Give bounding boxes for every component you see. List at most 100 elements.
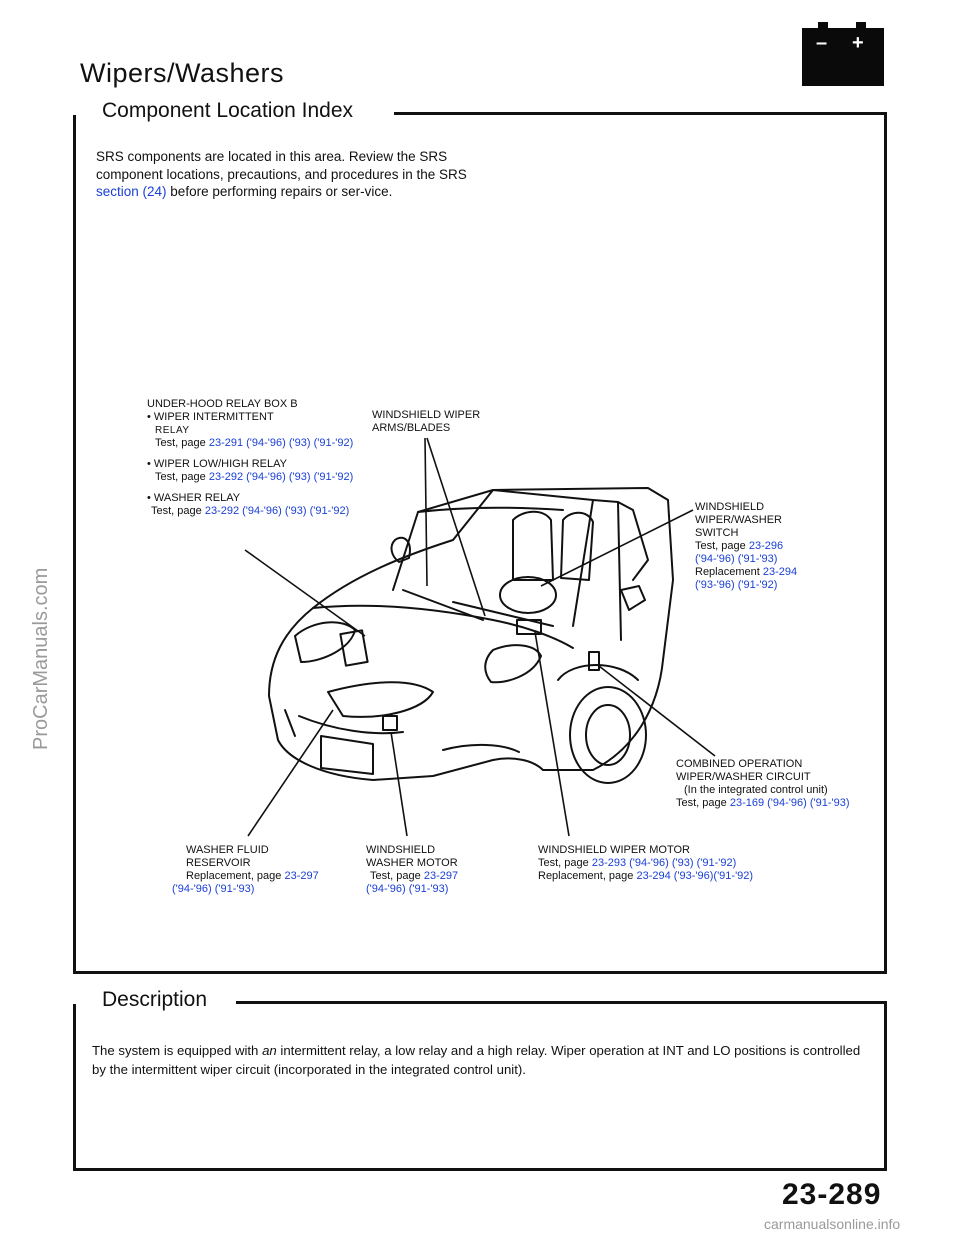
left-mirror [390,536,411,563]
license-plate [320,735,374,775]
ref-link[interactable]: ('94-'96) ('91-'93) [366,883,449,895]
battery-minus-sign: – [816,32,828,54]
ref-link[interactable]: 23-296 [748,540,784,552]
footer-source: carmanualsonline.info [764,1216,901,1232]
srs-note: SRS components are located in this area.… [96,148,468,201]
test-label: Test, page [155,437,209,449]
page-number: 23-289 [782,1178,882,1211]
ref-link[interactable]: 23-294 [762,566,798,578]
wiper-arm-left [402,589,484,621]
leader-reservoir [247,709,334,837]
relay-item-washer: • WASHER RELAY [147,492,241,504]
leader-wiper-arms-2 [426,437,486,617]
replacement-label: Replacement [695,566,763,578]
battery-plus-sign: + [852,32,864,54]
label-line: WIPER/WASHER [695,514,782,526]
section-heading-description: Description [96,988,214,1012]
srs-note-text: SRS components are located in this area.… [96,149,467,182]
srs-section-link[interactable]: section (24) [96,184,167,199]
car-illustration [244,437,716,837]
label-line: WINDSHIELD WIPER [372,409,481,421]
label-line: WINDSHIELD WIPER MOTOR [538,844,690,856]
srs-note-text-end: before performing repairs or ser-vice. [166,184,393,199]
relay-item-intermittent-2: RELAY [155,425,190,436]
test-label: Test, page [676,797,730,809]
label-line: (In the integrated control unit) [684,784,828,796]
label-wiper-motor: WINDSHIELD WIPER MOTOR Test, page 23-293… [538,844,753,883]
ref-link[interactable]: ('94-'96) ('91-'93) [695,553,778,565]
control-unit [588,651,600,671]
label-line: ARMS/BLADES [372,422,451,434]
description-text-end: intermittent relay, a low relay and a hi… [92,1043,861,1077]
section-heading-location-index: Component Location Index [96,99,360,123]
label-switch: WINDSHIELD WIPER/WASHER SWITCH Test, pag… [695,501,797,592]
description-emphasis: an [262,1043,277,1058]
test-label: Test, page [155,471,209,483]
ref-link[interactable]: 23-294 ('93-'96)('91-'92) [636,870,754,882]
front-lip [442,743,520,753]
side-watermark: ProCarManuals.com [30,567,52,750]
label-washer-motor: WINDSHIELD WASHER MOTOR Test, page 23-29… [366,844,458,896]
label-line: SWITCH [695,527,739,539]
leader-wiper-arms-1 [424,437,428,587]
description-text-start: The system is equipped with [92,1043,263,1058]
a-pillar [592,499,649,581]
hood-line [312,604,574,649]
test-label: Test, page [538,857,592,869]
test-label: Test, page [151,505,205,517]
leader-relay [244,549,366,637]
steering-wheel [499,576,557,614]
label-line: WASHER FLUID [186,844,269,856]
bumper-line [298,715,404,735]
ref-link[interactable]: 23-292 ('94-'96) ('93) ('91-'92) [208,471,354,483]
headlight-right [484,644,542,684]
ref-link[interactable]: 23-297 [284,870,319,882]
description-frame [73,1001,887,1171]
wheel-hub [585,704,631,766]
headlight-left [294,621,356,663]
wiper-arm-right [452,601,554,627]
relay-box-title: UNDER-HOOD RELAY BOX B [147,398,298,410]
side-mirror [620,585,646,611]
battery-icon: – + [802,22,884,86]
label-line: WASHER MOTOR [366,857,458,869]
location-index-frame [73,112,887,974]
car-body-outline [268,487,674,781]
wiper-motor-unit [516,619,542,635]
ref-link[interactable]: ('93-'96) ('91-'92) [695,579,778,591]
page-title: Wipers/Washers [80,58,285,88]
ref-link[interactable]: ('94-'96) ('91-'93) [172,883,255,895]
ref-link[interactable]: 23-292 ('94-'96) ('93) ('91-'92) [204,505,350,517]
label-line: COMBINED OPERATION [676,758,803,770]
leader-washer-motor [390,731,408,837]
ref-link[interactable]: 23-297 [423,870,459,882]
label-line: WINDSHIELD [366,844,436,856]
door-line [617,501,622,641]
leader-switch [540,509,694,587]
label-combined: COMBINED OPERATION WIPER/WASHER CIRCUIT … [676,758,850,810]
ref-link[interactable]: 23-293 ('94-'96) ('93) ('91-'92) [591,857,737,869]
wheel-arch [557,664,639,681]
label-line: RESERVOIR [186,857,251,869]
test-label: Test, page [695,540,749,552]
windshield-top [417,506,564,513]
front-wheel [569,686,647,784]
seat [512,510,554,581]
washer-motor-unit [382,715,398,731]
label-relay-box: UNDER-HOOD RELAY BOX B • WIPER INTERMITT… [147,398,353,518]
fog-left [284,709,296,737]
ref-link[interactable]: 23-291 ('94-'96) ('93) ('91-'92) [208,437,354,449]
description-text: The system is equipped with an intermitt… [92,1041,862,1079]
replacement-label: Replacement, page [186,870,285,882]
label-wiper-arms: WINDSHIELD WIPER ARMS/BLADES [372,409,480,435]
label-line: WINDSHIELD [695,501,765,513]
label-line: WIPER/WASHER CIRCUIT [676,771,811,783]
label-reservoir: WASHER FLUID RESERVOIR Replacement, page… [172,844,319,896]
seat [560,511,594,581]
ref-link[interactable]: 23-169 ('94-'96) ('91-'93) [729,797,850,809]
relay-item-lowhigh: • WIPER LOW/HIGH RELAY [147,458,287,470]
test-label: Test, page [370,870,424,882]
battery-terminal-icon [818,22,828,30]
leader-combined [598,665,716,757]
battery-terminal-icon [856,22,866,30]
